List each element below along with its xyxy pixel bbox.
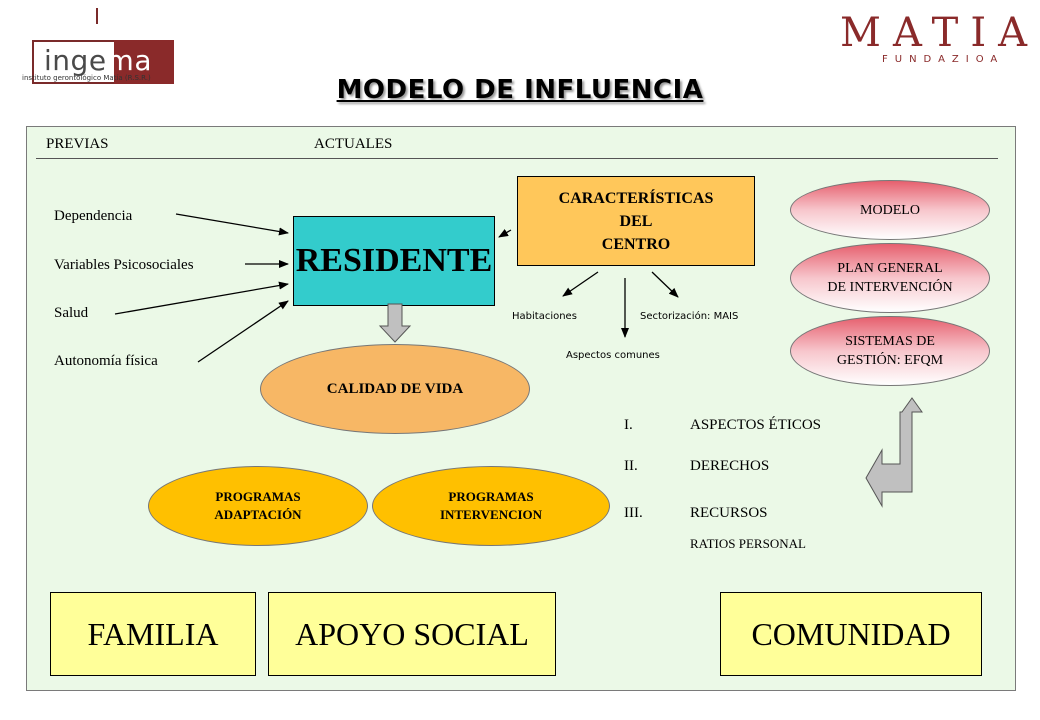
modelo-ellipse: MODELO [790,180,990,240]
programas-intervencion-line-1: PROGRAMAS [448,489,534,504]
aspect-habitaciones: Habitaciones [512,311,577,322]
ingema-subtitle: instituto gerontológico Matía (R.S.R.) [22,74,151,82]
caracteristicas-centro-box: CARACTERÍSTICAS DEL CENTRO [517,176,755,266]
aspect-comunes: Aspectos comunes [566,350,660,361]
list-item-aspectos-eticos: ASPECTOS ÉTICOS [690,417,822,433]
list-number-1: I. [624,417,633,433]
residente-box: RESIDENTE [293,216,495,306]
matia-wordmark: MATIA [840,10,1040,56]
ingema-logo-box: ingema [22,26,174,84]
ingema-wordmark: ingema [44,44,152,77]
factor-salud: Salud [54,305,89,321]
ingema-logo-mark [96,8,98,24]
factor-autonomia-fisica: Autonomía física [54,353,158,369]
sistemas-gestion-line-1: SISTEMAS DE [845,334,935,349]
calidad-de-vida-ellipse: CALIDAD DE VIDA [260,344,530,434]
familia-box: FAMILIA [50,592,256,676]
list-item-recursos: RECURSOS [690,505,768,521]
programas-adaptacion-line-2: ADAPTACIÓN [214,507,302,522]
list-item-derechos: DERECHOS [690,458,770,474]
list-sub-ratios-personal: RATIOS PERSONAL [690,536,806,551]
sistemas-gestion-line-2: GESTIÓN: EFQM [836,353,944,368]
sistemas-gestion-ellipse: SISTEMAS DE GESTIÓN: EFQM [790,316,990,386]
ingema-logo: ingema instituto gerontológico Matía (R.… [14,8,174,88]
list-number-2: II. [624,458,638,474]
column-header-previas: PREVIAS [46,136,109,152]
header-divider [36,158,998,159]
list-number-3: III. [624,505,643,521]
column-header-actuales: ACTUALES [314,136,393,152]
programas-adaptacion-line-1: PROGRAMAS [215,489,301,504]
programas-adaptacion-ellipse: PROGRAMAS ADAPTACIÓN [148,466,368,546]
matia-logo: MATIA FUNDAZIOA [830,10,1030,70]
aspect-sectorizacion: Sectorización: MAIS [640,311,739,322]
comunidad-box: COMUNIDAD [720,592,982,676]
factor-variables-psicosociales: Variables Psicosociales [54,257,194,273]
plan-general-ellipse: PLAN GENERAL DE INTERVENCIÓN [790,243,990,313]
caracteristicas-line-2: DEL [619,212,653,230]
page-title: MODELO DE INFLUENCIA [336,75,704,105]
caracteristicas-line-1: CARACTERÍSTICAS [558,189,714,207]
plan-general-line-1: PLAN GENERAL [837,261,943,276]
factor-dependencia: Dependencia [54,208,133,224]
apoyo-social-box: APOYO SOCIAL [268,592,556,676]
caracteristicas-line-3: CENTRO [601,235,671,253]
matia-subtitle: FUNDAZIOA [882,54,1005,65]
programas-intervencion-ellipse: PROGRAMAS INTERVENCION [372,466,610,546]
programas-intervencion-line-2: INTERVENCION [439,507,543,522]
plan-general-line-2: DE INTERVENCIÓN [827,280,953,295]
